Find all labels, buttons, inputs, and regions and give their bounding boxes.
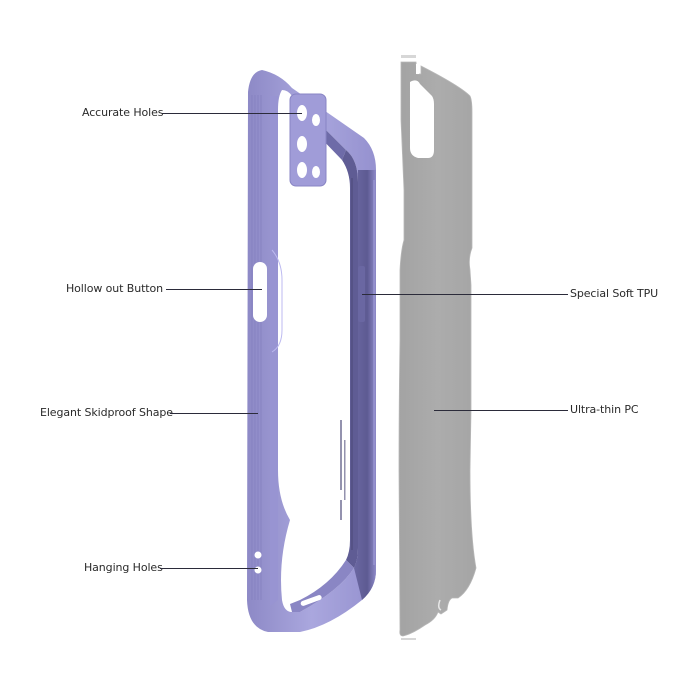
- leader-line-accurate-holes: [162, 113, 302, 114]
- callout-hanging-holes: Hanging Holes: [84, 561, 163, 574]
- callout-elegant-skidproof-shape: Elegant Skidproof Shape: [40, 406, 173, 419]
- callout-accurate-holes: Accurate Holes: [82, 106, 164, 119]
- camera-cutout: [410, 80, 434, 158]
- leader-line-special-soft-tpu: [362, 294, 568, 295]
- leader-line-ultra-thin-pc: [434, 410, 568, 411]
- callout-hollow-out-button: Hollow out Button: [66, 282, 163, 295]
- leader-line-elegant-skidproof-shape: [170, 413, 258, 414]
- callout-special-soft-tpu: Special Soft TPU: [570, 287, 659, 300]
- pc-back-panel: [398, 55, 477, 640]
- callout-ultra-thin-pc: Ultra-thin PC: [570, 403, 639, 416]
- hanging-hole-1: [254, 551, 262, 559]
- side-button-cover: [358, 266, 365, 322]
- skidproof-ribs: [251, 95, 262, 600]
- leader-line-hanging-holes: [160, 568, 258, 569]
- button-cutout: [253, 262, 267, 322]
- leader-line-hollow-out-button: [166, 289, 262, 290]
- tpu-bumper-frame: [247, 70, 376, 632]
- camera-island: [289, 93, 327, 187]
